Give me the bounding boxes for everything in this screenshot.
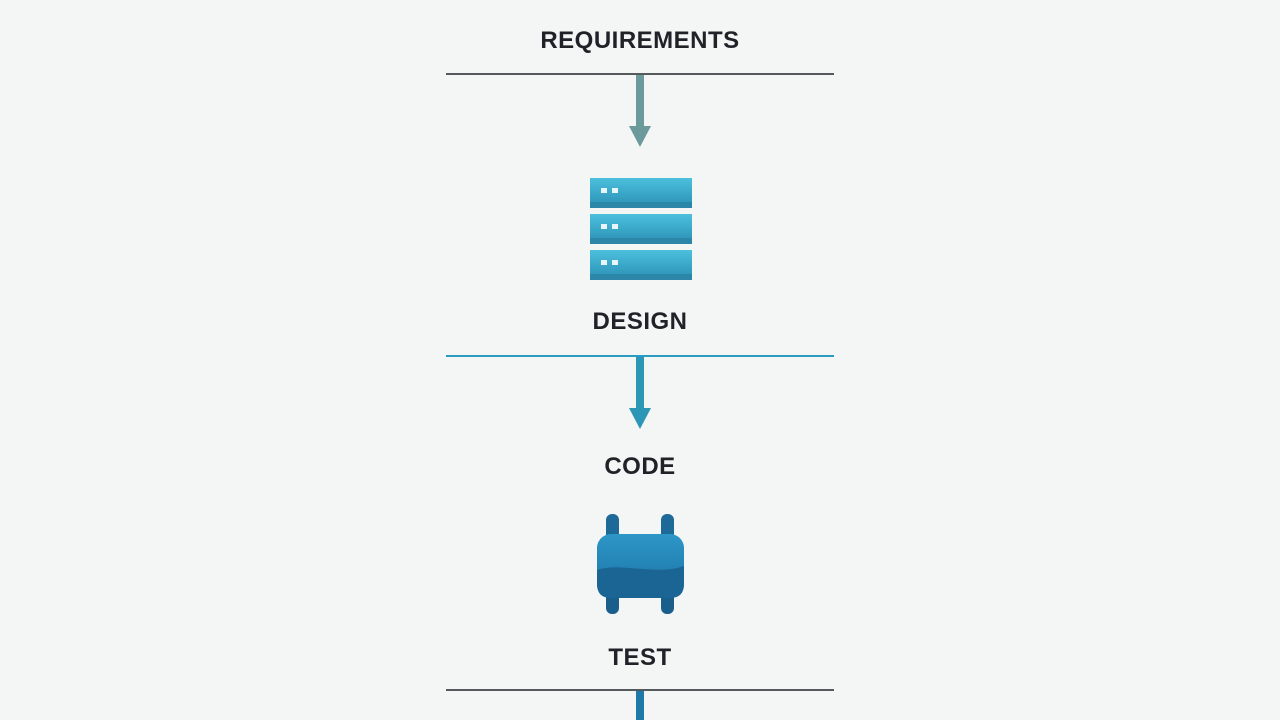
test-device-icon — [597, 514, 684, 614]
arrow-requirements-to-design-shaft — [636, 75, 644, 127]
arrow-requirements-to-design-head — [629, 126, 651, 147]
divider-design — [446, 355, 834, 357]
divider-test — [446, 689, 834, 691]
stage-label-code: CODE — [604, 453, 676, 480]
arrow-design-to-code-shaft — [636, 357, 644, 409]
stage-label-test: TEST — [608, 644, 672, 671]
server-stack-icon — [590, 178, 692, 280]
stage-label-requirements: REQUIREMENTS — [540, 27, 740, 54]
arrow-design-to-code-head — [629, 408, 651, 429]
divider-requirements — [446, 73, 834, 75]
arrow-test-to-next-shaft — [636, 691, 644, 720]
stage-label-design: DESIGN — [592, 308, 688, 335]
